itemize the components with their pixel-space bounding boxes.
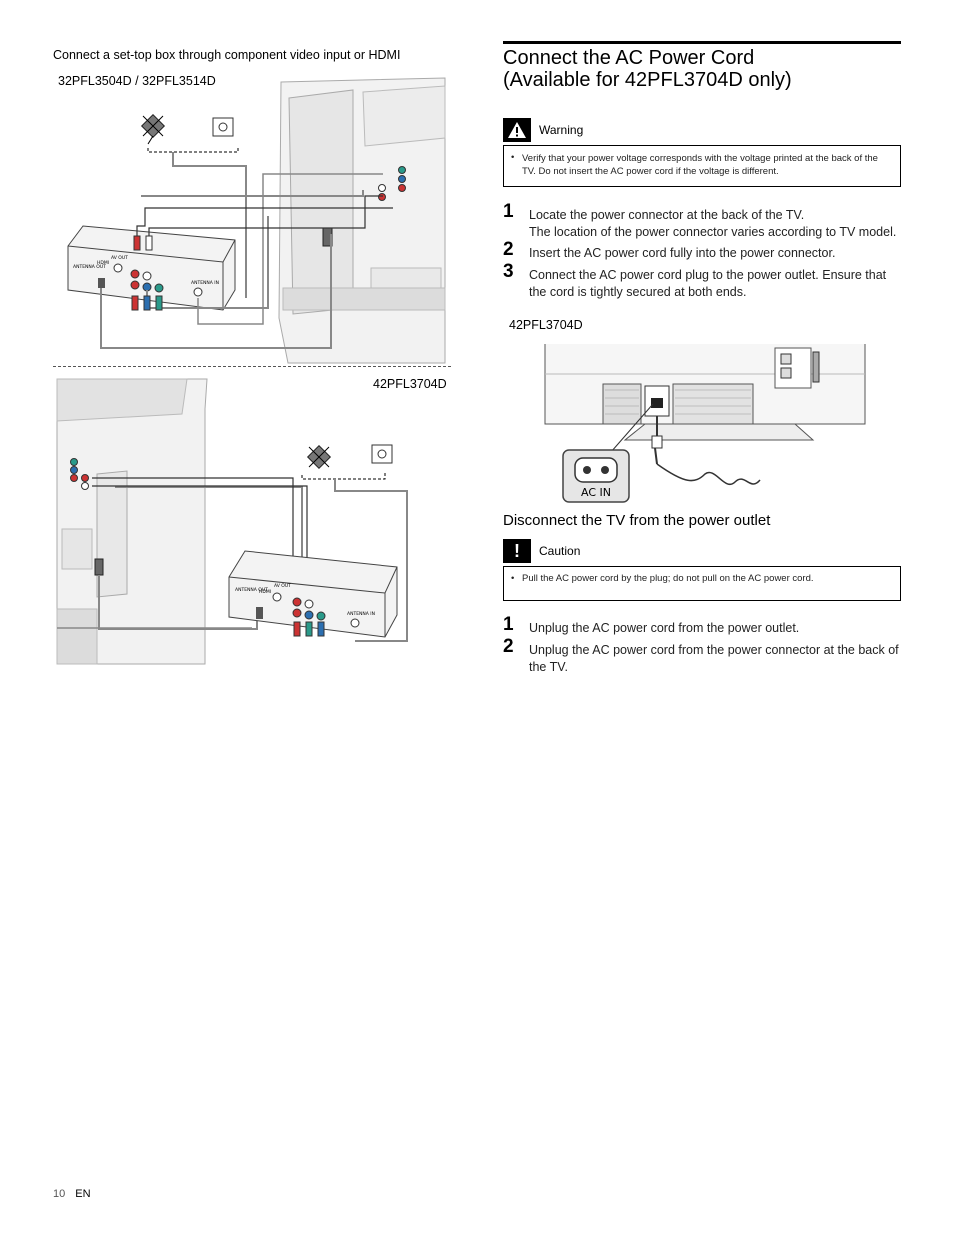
disconnect-steps: 1 Unplug the AC power cord from the powe… <box>503 615 903 676</box>
step-text: Insert the AC power cord fully into the … <box>529 246 836 260</box>
step-number: 3 <box>503 261 514 282</box>
step-2: 2 Unplug the AC power cord from the powe… <box>503 637 903 676</box>
hdmi-label-b: HDMI <box>259 589 271 595</box>
step-text: Connect the AC power cord plug to the po… <box>529 268 887 299</box>
warning-text: Verify that your power voltage correspon… <box>504 146 900 178</box>
model-label-42-right: 42PFL3704D <box>509 318 583 332</box>
exclamation-icon: ! <box>503 539 531 563</box>
diagram-ac-power: AC IN <box>544 344 866 503</box>
subheading-disconnect: Disconnect the TV from the power outlet <box>503 512 771 529</box>
warning-label: Warning <box>539 123 584 137</box>
warning-header: Warning <box>503 118 583 142</box>
power-steps: 1 Locate the power connector at the back… <box>503 202 903 301</box>
av-out-label-b: AV OUT <box>274 583 291 589</box>
hdmi-label-a: HDMI <box>97 260 109 266</box>
caution-label: Caution <box>539 544 581 558</box>
title-line-2: (Available for 42PFL3704D only) <box>503 69 792 91</box>
page-number: 10 <box>53 1188 66 1200</box>
language-code: EN <box>75 1188 91 1200</box>
warning-box: Verify that your power voltage correspon… <box>503 145 901 187</box>
step-text: Unplug the AC power cord from the power … <box>529 621 800 635</box>
step-1: 1 Locate the power connector at the back… <box>503 202 903 241</box>
step-text: Locate the power connector at the back o… <box>529 208 805 222</box>
page-footer: 10 EN <box>53 1188 91 1200</box>
step-2: 2 Insert the AC power cord fully into th… <box>503 240 903 262</box>
model-label-32: 32PFL3504D / 32PFL3514D <box>58 74 216 88</box>
step-number: 1 <box>503 201 514 222</box>
antenna-in-label-b: ANTENNA IN <box>347 611 375 617</box>
title-line-1: Connect the AC Power Cord <box>503 47 755 69</box>
step-text: Unplug the AC power cord from the power … <box>529 643 899 674</box>
antenna-out-label-b: ANTENNA OUT <box>235 587 268 593</box>
antenna-in-label-a: ANTENNA IN <box>191 280 219 286</box>
diagram-42pfl-connection: ANTENNA OUT HDMI AV OUT ANTENNA IN <box>56 378 408 665</box>
antenna-out-label-a: ANTENNA OUT <box>73 264 106 270</box>
section-divider <box>53 366 451 367</box>
caution-header: ! Caution <box>503 539 580 563</box>
step-number: 2 <box>503 239 514 260</box>
caution-text: Pull the AC power cord by the plug; do n… <box>504 567 900 586</box>
diagram-32pfl-connection: ANTENNA OUT HDMI AV OUT ANTENNA IN <box>67 77 446 364</box>
warning-triangle-icon <box>503 118 531 142</box>
page-title: Connect the AC Power Cord (Available for… <box>503 47 903 91</box>
title-rule <box>503 41 901 44</box>
section-caption: Connect a set-top box through component … <box>53 48 401 62</box>
av-out-label-a: AV OUT <box>111 255 128 261</box>
ac-in-label: AC IN <box>581 486 611 499</box>
step-3: 3 Connect the AC power cord plug to the … <box>503 262 903 301</box>
step-number: 1 <box>503 614 514 635</box>
step-number: 2 <box>503 636 514 657</box>
caution-box: Pull the AC power cord by the plug; do n… <box>503 566 901 601</box>
step-1: 1 Unplug the AC power cord from the powe… <box>503 615 903 637</box>
step-text-2: The location of the power connector vari… <box>529 225 897 239</box>
model-label-42-left: 42PFL3704D <box>373 377 447 391</box>
